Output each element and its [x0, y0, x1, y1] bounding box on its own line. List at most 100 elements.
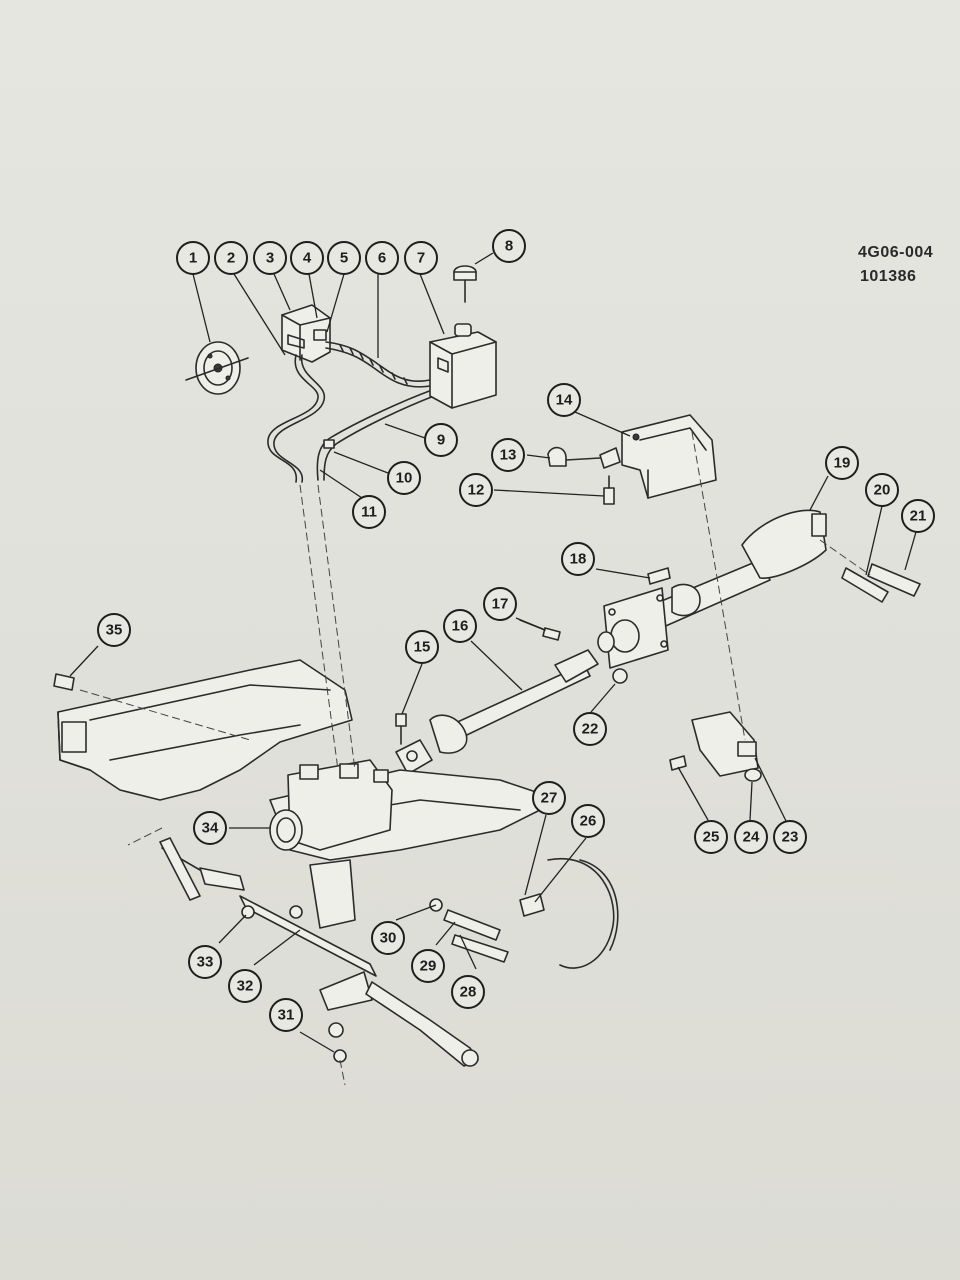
reservoir-cap	[453, 265, 477, 303]
callout-13: 13	[491, 438, 525, 472]
callout-10: 10	[387, 461, 421, 495]
column-bracket	[599, 414, 717, 499]
callout-16: 16	[443, 609, 477, 643]
callout-30: 30	[371, 921, 405, 955]
svg-text:25: 25	[703, 829, 720, 846]
svg-text:19: 19	[834, 455, 851, 472]
callouts-layer: 1 2 3 4 5 6 7 8 9 10 11 12 13 14 15 16 1…	[97, 229, 935, 1032]
reference-code-line1: 4G06-004	[858, 244, 934, 261]
callout-7: 7	[404, 241, 438, 275]
callout-20: 20	[865, 473, 899, 507]
svg-text:24: 24	[743, 829, 760, 846]
svg-text:1: 1	[189, 250, 197, 267]
callout-2: 2	[214, 241, 248, 275]
callout-18: 18	[561, 542, 595, 576]
svg-text:31: 31	[278, 1007, 295, 1024]
callout-27: 27	[532, 781, 566, 815]
pinch-bolt	[395, 713, 407, 745]
svg-text:23: 23	[782, 829, 799, 846]
intermediate-shaft	[395, 649, 599, 775]
pump-pulley	[185, 341, 249, 395]
frame-bolt	[53, 673, 75, 691]
clamp	[547, 446, 601, 467]
svg-text:15: 15	[414, 639, 431, 656]
return-hose-2	[267, 354, 325, 483]
callout-15: 15	[405, 630, 439, 664]
svg-text:5: 5	[340, 250, 348, 267]
lower-bracket	[691, 711, 759, 777]
svg-text:8: 8	[505, 238, 513, 255]
svg-text:9: 9	[437, 432, 445, 449]
svg-text:26: 26	[580, 813, 597, 830]
svg-text:30: 30	[380, 930, 397, 947]
callout-22: 22	[573, 712, 607, 746]
callout-34: 34	[193, 811, 227, 845]
callout-12: 12	[459, 473, 493, 507]
svg-text:34: 34	[202, 820, 219, 837]
svg-text:4: 4	[303, 250, 312, 267]
svg-text:7: 7	[417, 250, 425, 267]
bracket-screw	[669, 755, 687, 771]
callout-29: 29	[411, 949, 445, 983]
callout-17: 17	[483, 587, 517, 621]
column-stud	[647, 567, 671, 585]
reference-code-line2: 101386	[860, 268, 917, 285]
steering-linkage	[159, 837, 479, 1067]
callout-6: 6	[365, 241, 399, 275]
knuckle-area	[429, 857, 619, 969]
svg-text:33: 33	[197, 954, 214, 971]
callout-1: 1	[176, 241, 210, 275]
svg-text:27: 27	[541, 790, 558, 807]
callout-8: 8	[492, 229, 526, 263]
callout-33: 33	[188, 945, 222, 979]
callout-9: 9	[424, 423, 458, 457]
switch-pins	[841, 563, 921, 603]
svg-text:28: 28	[460, 984, 477, 1001]
svg-text:21: 21	[910, 508, 927, 525]
power-steering-pump	[281, 304, 331, 363]
bracket-bolt	[603, 475, 615, 505]
parts-layer	[53, 265, 921, 1086]
svg-text:11: 11	[361, 504, 377, 521]
callout-3: 3	[253, 241, 287, 275]
pressure-hose	[325, 341, 431, 388]
svg-text:17: 17	[492, 596, 509, 613]
svg-text:6: 6	[378, 250, 386, 267]
column-bolt	[519, 619, 561, 641]
callout-21: 21	[901, 499, 935, 533]
return-line-9	[316, 389, 435, 481]
steering-gear	[269, 759, 393, 851]
callout-23: 23	[773, 820, 807, 854]
svg-text:16: 16	[452, 618, 469, 635]
bushing	[744, 768, 762, 782]
reservoir	[429, 323, 497, 409]
svg-text:20: 20	[874, 482, 891, 499]
callout-32: 32	[228, 969, 262, 1003]
callout-19: 19	[825, 446, 859, 480]
callout-26: 26	[571, 804, 605, 838]
callout-28: 28	[451, 975, 485, 1009]
nut	[612, 668, 628, 684]
svg-text:14: 14	[556, 392, 573, 409]
callout-14: 14	[547, 383, 581, 417]
callout-24: 24	[734, 820, 768, 854]
leader-lines	[69, 252, 917, 1053]
callout-5: 5	[327, 241, 361, 275]
callout-11: 11	[352, 495, 386, 529]
svg-text:12: 12	[468, 482, 485, 499]
svg-text:32: 32	[237, 978, 254, 995]
svg-text:18: 18	[570, 551, 587, 568]
svg-text:35: 35	[106, 622, 123, 639]
steering-column	[597, 509, 827, 669]
svg-text:29: 29	[420, 958, 437, 975]
callout-31: 31	[269, 998, 303, 1032]
svg-text:10: 10	[396, 470, 413, 487]
svg-text:2: 2	[227, 250, 235, 267]
callout-35: 35	[97, 613, 131, 647]
svg-text:13: 13	[500, 447, 517, 464]
alignment-lines	[79, 431, 871, 1086]
callout-4: 4	[290, 241, 324, 275]
callout-25: 25	[694, 820, 728, 854]
